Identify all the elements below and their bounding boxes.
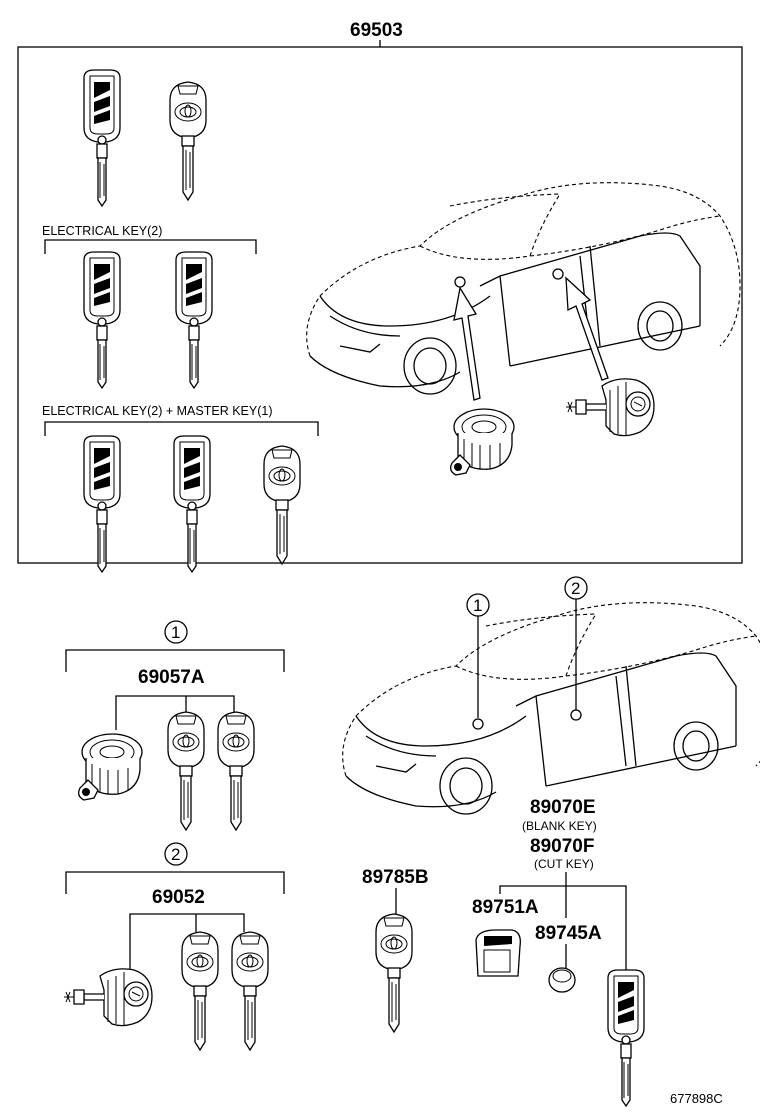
electrical-key-icon xyxy=(175,251,213,389)
callout-1-circle xyxy=(164,620,188,644)
group-bracket xyxy=(44,421,319,436)
vehicle-illustration xyxy=(342,602,760,815)
callout-2-circle xyxy=(164,842,188,866)
door-lock-cylinder-icon xyxy=(565,378,655,437)
key-cover-detail xyxy=(484,936,512,946)
arrow-icon xyxy=(565,276,609,381)
part-number-69503: 69503 xyxy=(350,20,403,41)
part-note-blank-key: (BLANK KEY) xyxy=(522,819,597,833)
electrical-key-icon xyxy=(83,435,121,573)
ignition-cylinder-icon xyxy=(78,733,143,801)
callout-2-number: 2 xyxy=(571,579,580,598)
ignition-cylinder-icon xyxy=(450,408,515,476)
kit-keys-row1 xyxy=(83,69,207,207)
group-label-electrical-key: ELECTRICAL KEY(2) xyxy=(42,224,162,238)
callout-1-number: 1 xyxy=(171,623,180,642)
vehicle-illustration xyxy=(306,182,741,395)
group-bracket xyxy=(65,649,285,672)
group-bracket xyxy=(44,239,257,254)
part-number-89745A: 89745A xyxy=(535,923,602,944)
part-number-69052: 69052 xyxy=(152,887,205,908)
electrical-key-icon xyxy=(173,435,211,573)
battery-icon xyxy=(548,967,576,993)
leader-line xyxy=(129,913,245,970)
arrow-icon xyxy=(453,286,481,401)
master-key-icon xyxy=(181,931,219,1051)
master-key-icon xyxy=(231,931,269,1051)
electrical-key-icon xyxy=(607,969,645,1107)
part-number-69057A: 69057A xyxy=(138,667,205,688)
ignition-location-marker xyxy=(454,276,466,288)
illustration-id: 677898C xyxy=(670,1091,723,1106)
ignition-location-marker xyxy=(472,718,484,730)
part-number-89070E: 89070E xyxy=(530,797,596,818)
callout-1-number: 1 xyxy=(473,596,482,615)
master-key-icon xyxy=(217,711,255,831)
battery-icon-detail xyxy=(552,969,572,983)
door-lock-location-marker xyxy=(570,709,582,721)
part-note-cut-key: (CUT KEY) xyxy=(534,857,594,871)
group-label-electrical-master-key: ELECTRICAL KEY(2) + MASTER KEY(1) xyxy=(42,404,273,418)
leader-line xyxy=(499,872,627,972)
part-number-89070F: 89070F xyxy=(530,836,594,857)
callout-2-number: 2 xyxy=(171,845,180,864)
part-number-89785B: 89785B xyxy=(362,867,429,888)
electrical-key-icon xyxy=(83,251,121,389)
master-key-icon xyxy=(167,711,205,831)
master-key-icon xyxy=(169,81,207,201)
leader-line xyxy=(115,695,235,730)
electrical-key-icon xyxy=(83,69,121,207)
door-lock-location-marker xyxy=(552,268,564,280)
kit-box xyxy=(17,46,743,564)
master-key-icon xyxy=(263,445,301,565)
part-number-89751A: 89751A xyxy=(472,897,539,918)
key-cover-detail xyxy=(483,949,511,973)
group-bracket xyxy=(65,871,285,894)
door-lock-cylinder-icon xyxy=(63,968,153,1027)
master-key-icon xyxy=(375,913,413,1033)
